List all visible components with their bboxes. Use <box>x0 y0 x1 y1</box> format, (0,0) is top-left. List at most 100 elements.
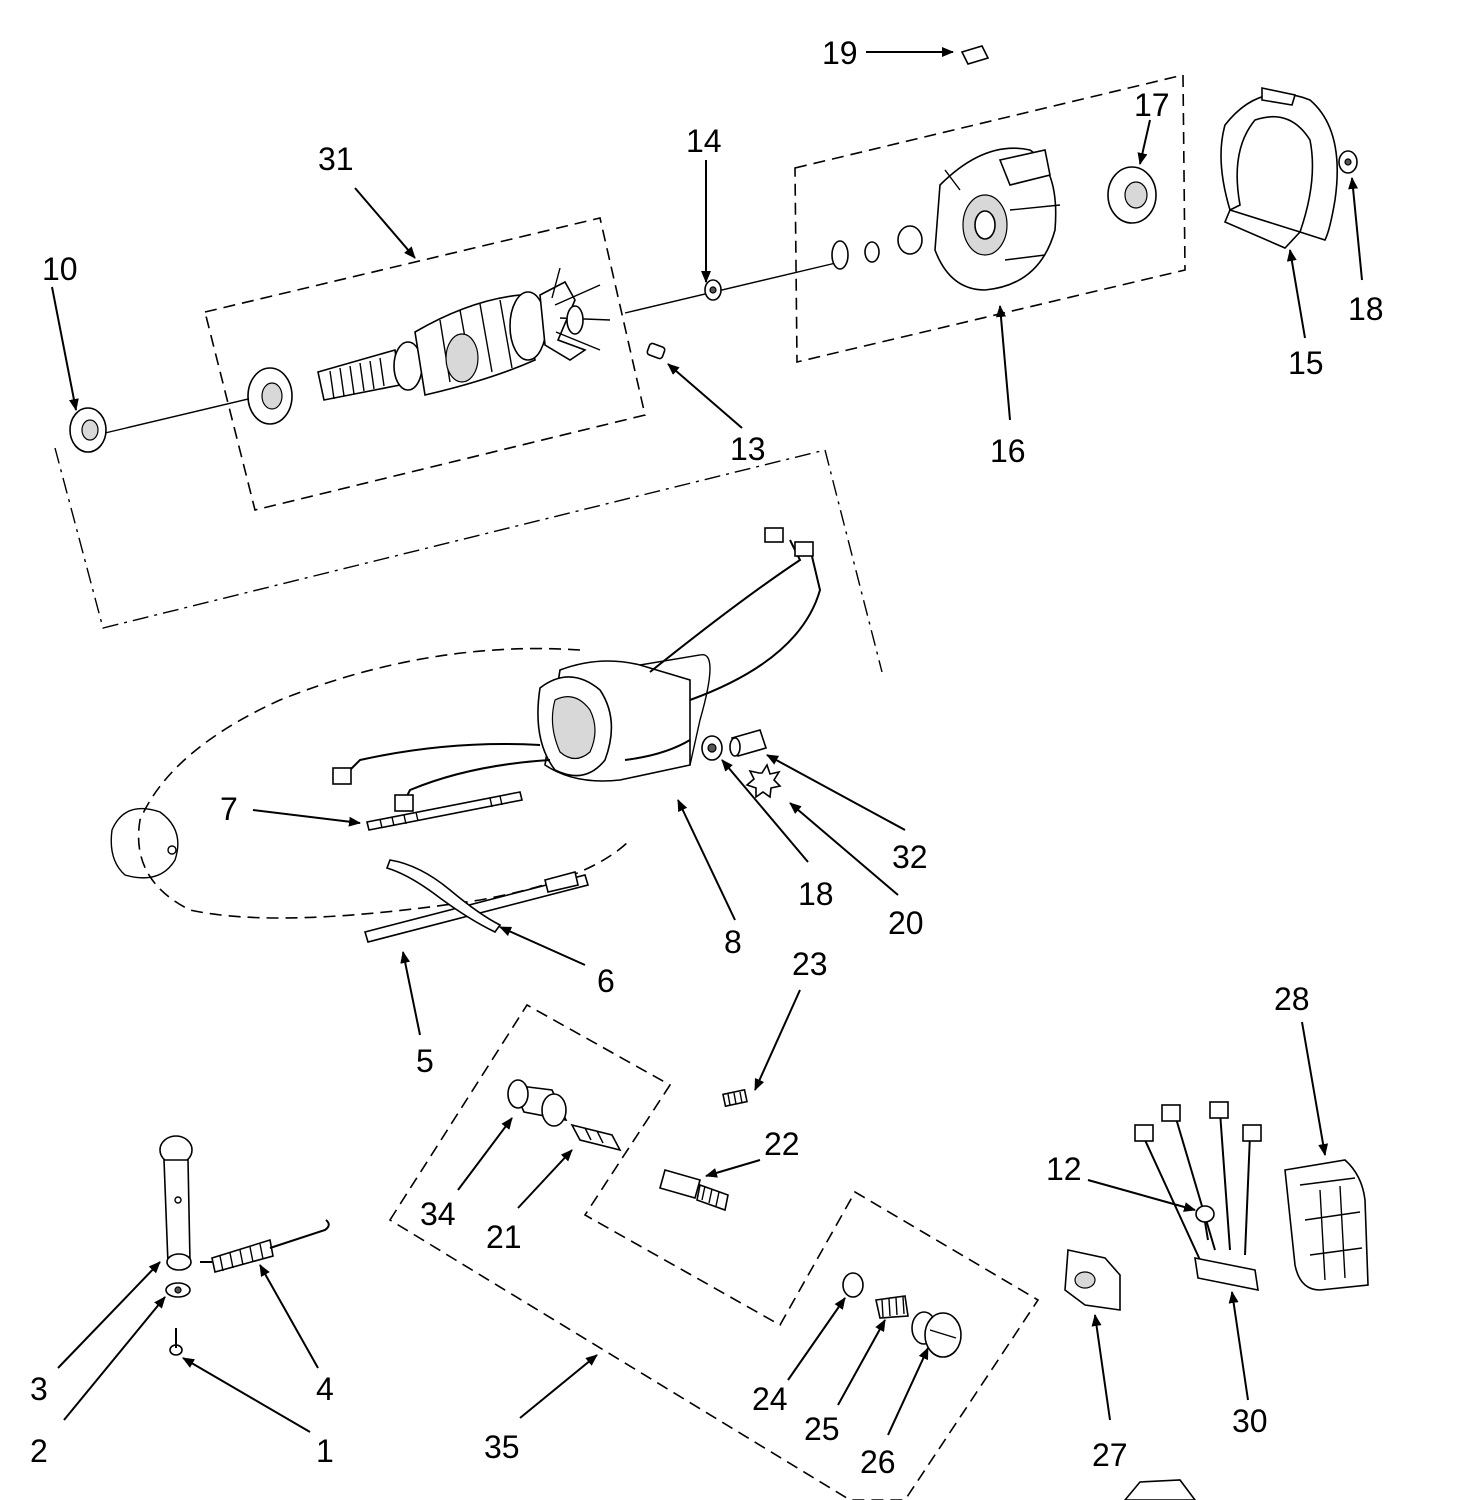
callout-13: 13 <box>730 431 766 467</box>
part-15-bracket <box>1220 87 1338 249</box>
part-22-brush <box>659 1169 729 1212</box>
callout-27: 27 <box>1092 1437 1128 1473</box>
callout-26: 26 <box>860 1444 896 1480</box>
field-lead-wires <box>332 527 822 812</box>
callout-30: 30 <box>1232 1403 1268 1439</box>
leader-15 <box>1286 249 1306 339</box>
leader-18-mid <box>721 759 809 863</box>
callout-35: 35 <box>484 1429 520 1465</box>
leader-3 <box>57 1261 161 1369</box>
part-12-screw <box>1195 1205 1215 1241</box>
leader-32 <box>766 754 906 831</box>
part-25-spring <box>875 1295 909 1319</box>
callout-4: 4 <box>316 1371 334 1407</box>
part-2-washer <box>165 1282 191 1298</box>
callout-18-top: 18 <box>1348 291 1384 327</box>
part-4-spring <box>200 1219 330 1273</box>
part-1-screw <box>169 1328 183 1356</box>
callout-17: 17 <box>1134 87 1170 123</box>
leader-31 <box>354 187 416 259</box>
housing-end-detail <box>110 807 179 879</box>
part-7-rod <box>366 791 523 831</box>
leader-16 <box>995 305 1011 421</box>
part-8-field <box>537 654 711 782</box>
leader-24 <box>787 1297 846 1381</box>
callout-14: 14 <box>686 123 722 159</box>
callout-16: 16 <box>990 433 1026 469</box>
part-31-armature <box>317 267 611 401</box>
part-19-clip <box>960 45 990 65</box>
part-18-washer-mid <box>701 735 723 761</box>
leader-lines <box>51 47 1363 1436</box>
leader-30 <box>1228 1291 1249 1401</box>
housing-outline <box>137 647 631 919</box>
part-27-switch <box>1064 1249 1121 1311</box>
leader-20 <box>789 802 899 896</box>
callout-3: 3 <box>30 1371 48 1407</box>
leader-17 <box>1137 119 1151 165</box>
callout-12: 12 <box>1046 1151 1082 1187</box>
part-bottom-fragment <box>1123 1479 1196 1500</box>
armature-axis-line-right <box>624 261 841 314</box>
leader-27 <box>1091 1314 1111 1421</box>
callout-5: 5 <box>416 1043 434 1079</box>
armature-assembly-boundary <box>204 217 646 511</box>
leader-10 <box>51 286 79 411</box>
part-30-terminal-block <box>1134 1101 1262 1292</box>
part-34-bushing <box>507 1079 568 1127</box>
callout-24: 24 <box>752 1381 788 1417</box>
part-3-lever <box>159 1135 193 1271</box>
leader-12 <box>1087 1179 1196 1212</box>
part-20-star-washer <box>745 763 782 799</box>
callout-32: 32 <box>892 839 928 875</box>
leader-35 <box>519 1354 598 1419</box>
leader-2 <box>63 1296 166 1421</box>
leader-13 <box>667 363 743 429</box>
leader-8 <box>677 799 736 921</box>
callout-28: 28 <box>1274 981 1310 1017</box>
part-6-spring-clip <box>385 859 502 934</box>
callout-2: 2 <box>30 1433 48 1469</box>
part-5-strap <box>363 871 590 943</box>
callout-18-mid: 18 <box>798 876 834 912</box>
callout-20: 20 <box>888 905 924 941</box>
leader-23 <box>754 989 801 1091</box>
part-10-washer <box>69 407 107 453</box>
part-32-sleeve <box>729 729 768 757</box>
callout-1: 1 <box>316 1433 334 1469</box>
brush-assembly-boundary <box>388 1003 1040 1500</box>
leader-5 <box>400 951 421 1036</box>
leader-4 <box>259 1264 319 1369</box>
callout-31: 31 <box>318 141 354 177</box>
part-16-end-bell <box>831 147 1061 291</box>
part-17-bearing <box>1107 166 1157 224</box>
callout-8: 8 <box>724 924 742 960</box>
leader-18-top <box>1348 177 1363 281</box>
callout-25: 25 <box>804 1411 840 1447</box>
leader-21 <box>517 1149 573 1209</box>
part-21-brush-holder <box>570 1123 622 1152</box>
armature-bearing <box>247 367 293 425</box>
callout-22: 22 <box>764 1126 800 1162</box>
leader-34 <box>457 1117 513 1191</box>
callout-7: 7 <box>220 791 238 827</box>
armature-axis-line <box>104 394 266 434</box>
part-23-spring <box>722 1088 748 1108</box>
callout-34: 34 <box>420 1196 456 1232</box>
callout-6: 6 <box>597 963 615 999</box>
leader-25 <box>837 1319 886 1406</box>
part-18-nut <box>1338 150 1358 174</box>
assembly-connector-line <box>54 447 883 673</box>
callout-15: 15 <box>1288 345 1324 381</box>
callout-23: 23 <box>792 946 828 982</box>
callout-19: 19 <box>822 35 858 71</box>
callout-10: 10 <box>42 251 78 287</box>
part-13-screw <box>646 342 666 360</box>
leader-28 <box>1301 1021 1329 1156</box>
callout-labels: 10 31 14 13 19 17 16 15 18 7 8 18 20 32 … <box>30 35 1384 1480</box>
end-bell-assembly-boundary <box>794 73 1186 364</box>
leader-6 <box>499 926 586 966</box>
part-28-control-board <box>1284 1159 1369 1291</box>
